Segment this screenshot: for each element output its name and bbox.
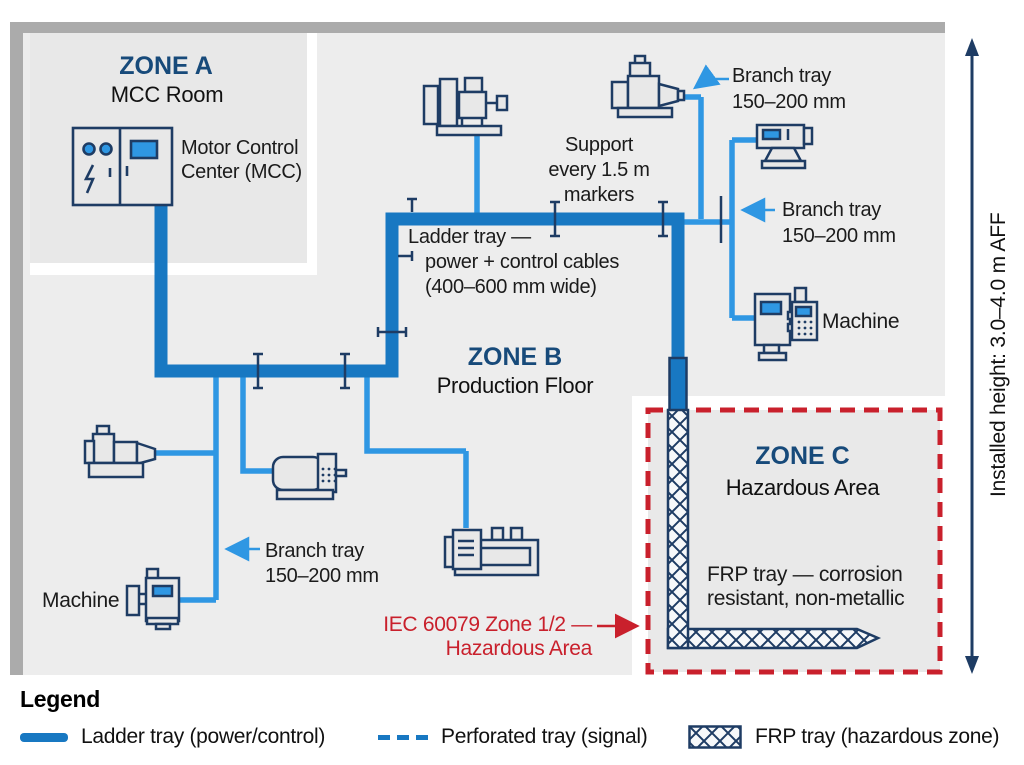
legend-item-frp: FRP tray (hazardous zone) xyxy=(688,722,1000,752)
frp-tray-vertical xyxy=(666,408,690,650)
branch-tray-right-label: Branch tray 150–200 mm xyxy=(782,199,896,247)
frp-tray xyxy=(666,408,882,650)
branch-tray-top-arrow xyxy=(692,64,729,90)
installed-height-arrow xyxy=(965,38,979,674)
electric-motor-machine xyxy=(271,452,348,501)
wall-frame-top xyxy=(10,22,945,33)
ladder-tray-label: Ladder tray — power + control cables (40… xyxy=(408,226,620,298)
legend-item-perforated: Perforated tray (signal) xyxy=(378,722,648,752)
legend-heading: Legend xyxy=(20,686,100,712)
pump-machine-left xyxy=(83,424,157,479)
machine-right-label: Machine xyxy=(822,310,900,333)
motor-machine-top-right xyxy=(610,54,686,119)
support-markers-label: Support every 1.5 m markers xyxy=(548,134,650,206)
legend-item-label: FRP tray (hazardous zone) xyxy=(755,725,1000,748)
zone-b-title: ZONE B xyxy=(467,343,563,371)
pump-machine-top xyxy=(422,76,509,137)
iec-hazard-callout: IEC 60079 Zone 1/2 — Hazardous Area xyxy=(383,613,592,660)
branch-tray-lines xyxy=(153,94,757,603)
zone-c-subtitle: Hazardous Area xyxy=(725,475,880,500)
callout-arrows xyxy=(224,64,775,639)
zone-b-subtitle: Production Floor xyxy=(436,373,594,398)
wall-frame-left xyxy=(10,22,23,675)
dashed-line-swatch xyxy=(378,734,428,740)
zone-a-subtitle: MCC Room xyxy=(110,82,224,107)
camera-machine-right xyxy=(755,123,814,170)
frp-tray-label: FRP tray — corrosion resistant, non-meta… xyxy=(707,563,905,610)
legend-item-label: Perforated tray (signal) xyxy=(441,725,648,748)
ladder-tray-main-run xyxy=(154,205,685,378)
zone-c-title: ZONE C xyxy=(755,442,850,470)
installed-height-label: Installed height: 3.0–4.0 m AFF xyxy=(987,212,1010,498)
mcc-label: Motor Control Center (MCC) xyxy=(181,137,302,183)
mcc-cabinet-icon xyxy=(71,126,174,207)
support-marker-ticks xyxy=(253,196,723,390)
machine-bottom-left-label: Machine xyxy=(42,589,120,612)
cnc-machine-right xyxy=(753,286,819,362)
ladder-tray-zone-c-feeder xyxy=(668,356,688,414)
machine-bottom-left xyxy=(125,567,181,631)
frp-tray-horizontal xyxy=(666,627,882,650)
branch-tray-bottom-left-label: Branch tray 150–200 mm xyxy=(265,540,379,587)
frp-hatch-swatch xyxy=(688,725,742,749)
legend-item-ladder: Ladder tray (power/control) xyxy=(20,722,325,752)
legend-item-label: Ladder tray (power/control) xyxy=(81,725,326,748)
long-machine-bottom xyxy=(443,526,540,577)
ladder-line-swatch xyxy=(20,732,68,742)
zone-a-title: ZONE A xyxy=(119,52,213,80)
branch-tray-top-right-label: Branch tray 150–200 mm xyxy=(732,65,846,113)
